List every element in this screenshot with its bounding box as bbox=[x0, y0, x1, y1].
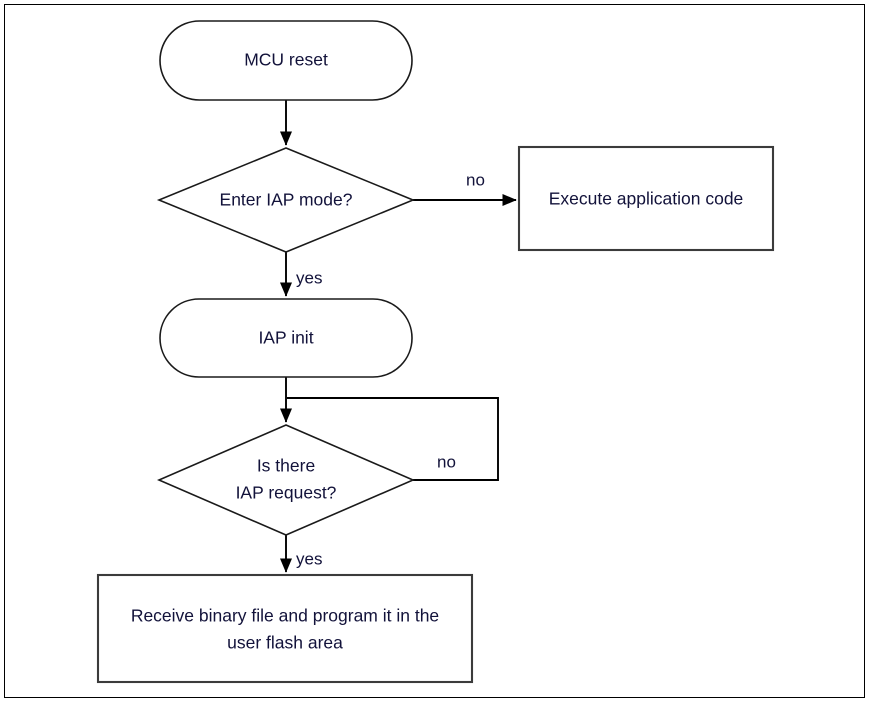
node-enter-iap-mode[interactable]: Enter IAP mode? bbox=[156, 147, 416, 253]
edge-decision2-no-loopback bbox=[287, 397, 499, 481]
node-execute-application-code[interactable]: Execute application code bbox=[517, 145, 775, 252]
edge-label-decision2-no: no bbox=[437, 452, 456, 471]
node-receive-binary-file[interactable]: Receive binary file and program it in th… bbox=[96, 573, 474, 684]
node-is-there-iap-request[interactable]: Is there IAP request? bbox=[156, 424, 416, 536]
edge-label-decision1-yes: yes bbox=[296, 268, 322, 287]
node-is-there-iap-request-label-line2: IAP request? bbox=[236, 483, 337, 503]
node-execute-application-code-label: Execute application code bbox=[549, 189, 744, 209]
node-receive-binary-file-label-line2: user flash area bbox=[227, 633, 343, 653]
node-iap-init-label: IAP init bbox=[258, 328, 313, 348]
node-is-there-iap-request-label-line1: Is there bbox=[257, 456, 315, 476]
node-mcu-reset-label: MCU reset bbox=[244, 50, 328, 70]
node-receive-binary-file-label-line1: Receive binary file and program it in th… bbox=[131, 606, 439, 626]
edge-label-decision2-yes: yes bbox=[296, 549, 322, 568]
node-enter-iap-mode-label: Enter IAP mode? bbox=[220, 190, 353, 210]
node-mcu-reset[interactable]: MCU reset bbox=[159, 20, 413, 101]
node-iap-init[interactable]: IAP init bbox=[159, 298, 413, 378]
edge-label-decision1-no: no bbox=[466, 170, 485, 189]
figure-border bbox=[4, 4, 865, 698]
